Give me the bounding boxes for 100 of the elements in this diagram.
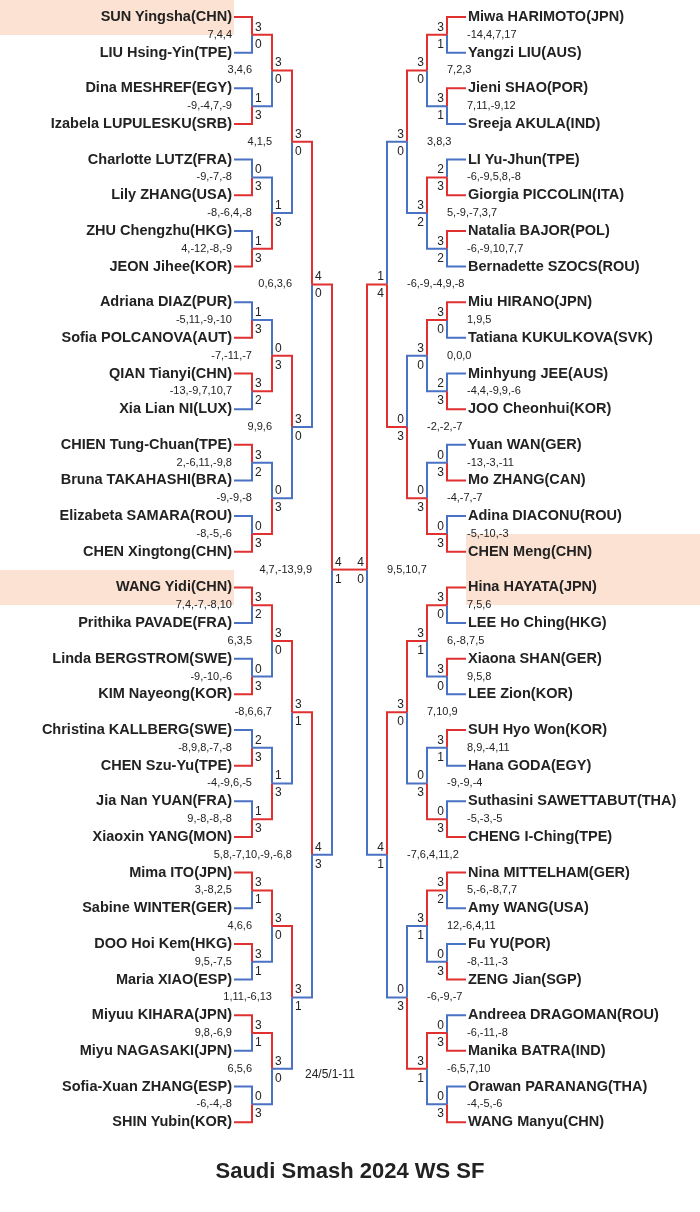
set-count: 3	[255, 750, 262, 763]
player-name: Xiaona SHAN(GER)	[468, 650, 602, 666]
set-count: 0	[275, 929, 282, 942]
set-count: 0	[437, 679, 444, 692]
match-score: -4,-9,6,-5	[207, 777, 252, 789]
match-score: 9,9,6	[247, 420, 272, 432]
set-count: 0	[437, 1090, 444, 1103]
set-count: 4	[315, 840, 322, 853]
set-count: 2	[255, 465, 262, 478]
player-name: CHEN Xingtong(CHN)	[83, 543, 232, 559]
set-count: 3	[295, 698, 302, 711]
set-count: 1	[255, 306, 262, 318]
player-name: Charlotte LUTZ(FRA)	[87, 151, 232, 167]
player-name: Giorgia PICCOLIN(ITA)	[468, 187, 624, 202]
set-count: 1	[255, 805, 262, 818]
player-name: Minhyung JEE(AUS)	[468, 365, 609, 380]
set-count: 0	[295, 144, 302, 157]
match-score: -7,-11,-7	[211, 349, 252, 361]
set-count: 3	[295, 412, 302, 425]
match-score: -5,-3,-5	[467, 813, 503, 825]
set-count: 1	[275, 199, 282, 212]
match-score: -6,5,7,10	[447, 1062, 491, 1074]
player-name: Miyu NAGASAKI(JPN)	[79, 1042, 232, 1058]
set-count: 0	[295, 429, 302, 442]
player-name: Yuan WAN(GER)	[468, 436, 582, 452]
set-count: 3	[255, 947, 262, 960]
player-name: Adriana DIAZ(PUR)	[99, 294, 232, 309]
match-score: 4,-12,-8,-9	[181, 242, 232, 254]
set-count: 3	[255, 448, 262, 461]
set-count: 3	[275, 912, 282, 925]
player-name: Nina MITTELHAM(GER)	[468, 864, 630, 880]
player-name: SUN Yingsha(CHN)	[100, 9, 232, 24]
match-score: -8,9,8,-7,-8	[178, 741, 232, 753]
match-score: 9,-8,-8,-8	[187, 813, 232, 825]
player-name: Hana GODA(EGY)	[468, 757, 592, 773]
set-count: 3	[437, 964, 444, 977]
set-count: 3	[275, 1054, 282, 1067]
player-name: Orawan PARANANG(THA)	[468, 1078, 648, 1093]
player-name: Manika BATRA(IND)	[468, 1042, 606, 1058]
player-name: Prithika PAVADE(FRA)	[78, 615, 232, 630]
player-name: Jieni SHAO(POR)	[468, 80, 589, 95]
match-score: -9,-10,-6	[190, 670, 232, 682]
set-count: 3	[417, 501, 424, 514]
player-name: CHEN Meng(CHN)	[468, 543, 593, 559]
player-name: Linda BERGSTROM(SWE)	[52, 650, 232, 666]
player-name: Mima ITO(JPN)	[129, 864, 232, 880]
match-score: -9,-9,-4	[447, 777, 483, 789]
set-count: 3	[437, 1036, 444, 1048]
match-score: 4,6,6	[227, 920, 252, 932]
match-score: 3,4,6	[227, 64, 252, 76]
match-score: 0,6,3,6	[258, 278, 292, 290]
match-score: 1,9,5	[467, 314, 492, 325]
set-count: 3	[437, 92, 444, 105]
set-count: 0	[255, 519, 262, 532]
set-count: 2	[255, 733, 262, 746]
set-count: 3	[397, 698, 404, 711]
set-count: 0	[437, 323, 444, 335]
set-count: 1	[255, 92, 262, 105]
set-count: 2	[437, 163, 444, 176]
set-count: 0	[437, 1019, 444, 1031]
set-count: 0	[417, 484, 424, 497]
match-score: 6,-8,7,5	[447, 634, 485, 646]
player-name: Sofia-Xuan ZHANG(ESP)	[62, 1078, 232, 1093]
set-count: 4	[335, 555, 342, 568]
match-score: -9,-4,7,-9	[187, 100, 232, 112]
set-count: 0	[437, 448, 444, 461]
set-count: 0	[275, 73, 282, 86]
player-name: Suthasini SAWETTABUT(THA)	[468, 793, 677, 808]
set-count: 3	[275, 501, 282, 514]
player-name: SUH Hyo Won(KOR)	[468, 722, 608, 737]
match-score: -4,4,-9,9,-6	[467, 385, 521, 397]
match-score: 3,-8,2,5	[194, 884, 232, 896]
set-count: 3	[417, 786, 424, 799]
player-name: Christina KALLBERG(SWE)	[41, 722, 232, 737]
set-count: 1	[255, 893, 262, 906]
player-name: WANG Yidi(CHN)	[116, 579, 232, 594]
set-count: 3	[255, 377, 262, 390]
set-count: 3	[437, 591, 444, 604]
match-score: -13,-9,7,10,7	[169, 385, 232, 397]
set-count: 2	[417, 216, 424, 229]
set-count: 3	[437, 1107, 444, 1120]
set-count: 3	[255, 109, 262, 122]
set-count: 0	[357, 572, 364, 585]
match-score: 7,2,3	[447, 64, 472, 76]
set-count: 1	[295, 715, 302, 728]
player-name: Maria XIAO(ESP)	[115, 971, 232, 987]
set-count: 3	[437, 876, 444, 889]
match-score: -8,-11,-3	[467, 955, 508, 967]
match-score: -6,-9,10,7,7	[467, 242, 524, 254]
match-score: 12,-6,4,11	[447, 920, 496, 932]
set-count: 3	[255, 251, 262, 264]
set-count: 3	[417, 626, 424, 639]
player-name: Miu HIRANO(JPN)	[468, 294, 593, 309]
set-count: 0	[255, 163, 262, 176]
set-count: 0	[275, 484, 282, 497]
match-score: 7,5,6	[467, 599, 492, 611]
match-score: 4,7,-13,9,9	[259, 563, 312, 575]
match-score: 7,4,-7,-8,10	[175, 599, 232, 611]
set-count: 1	[437, 750, 444, 763]
player-name: Adina DIACONU(ROU)	[468, 508, 622, 523]
